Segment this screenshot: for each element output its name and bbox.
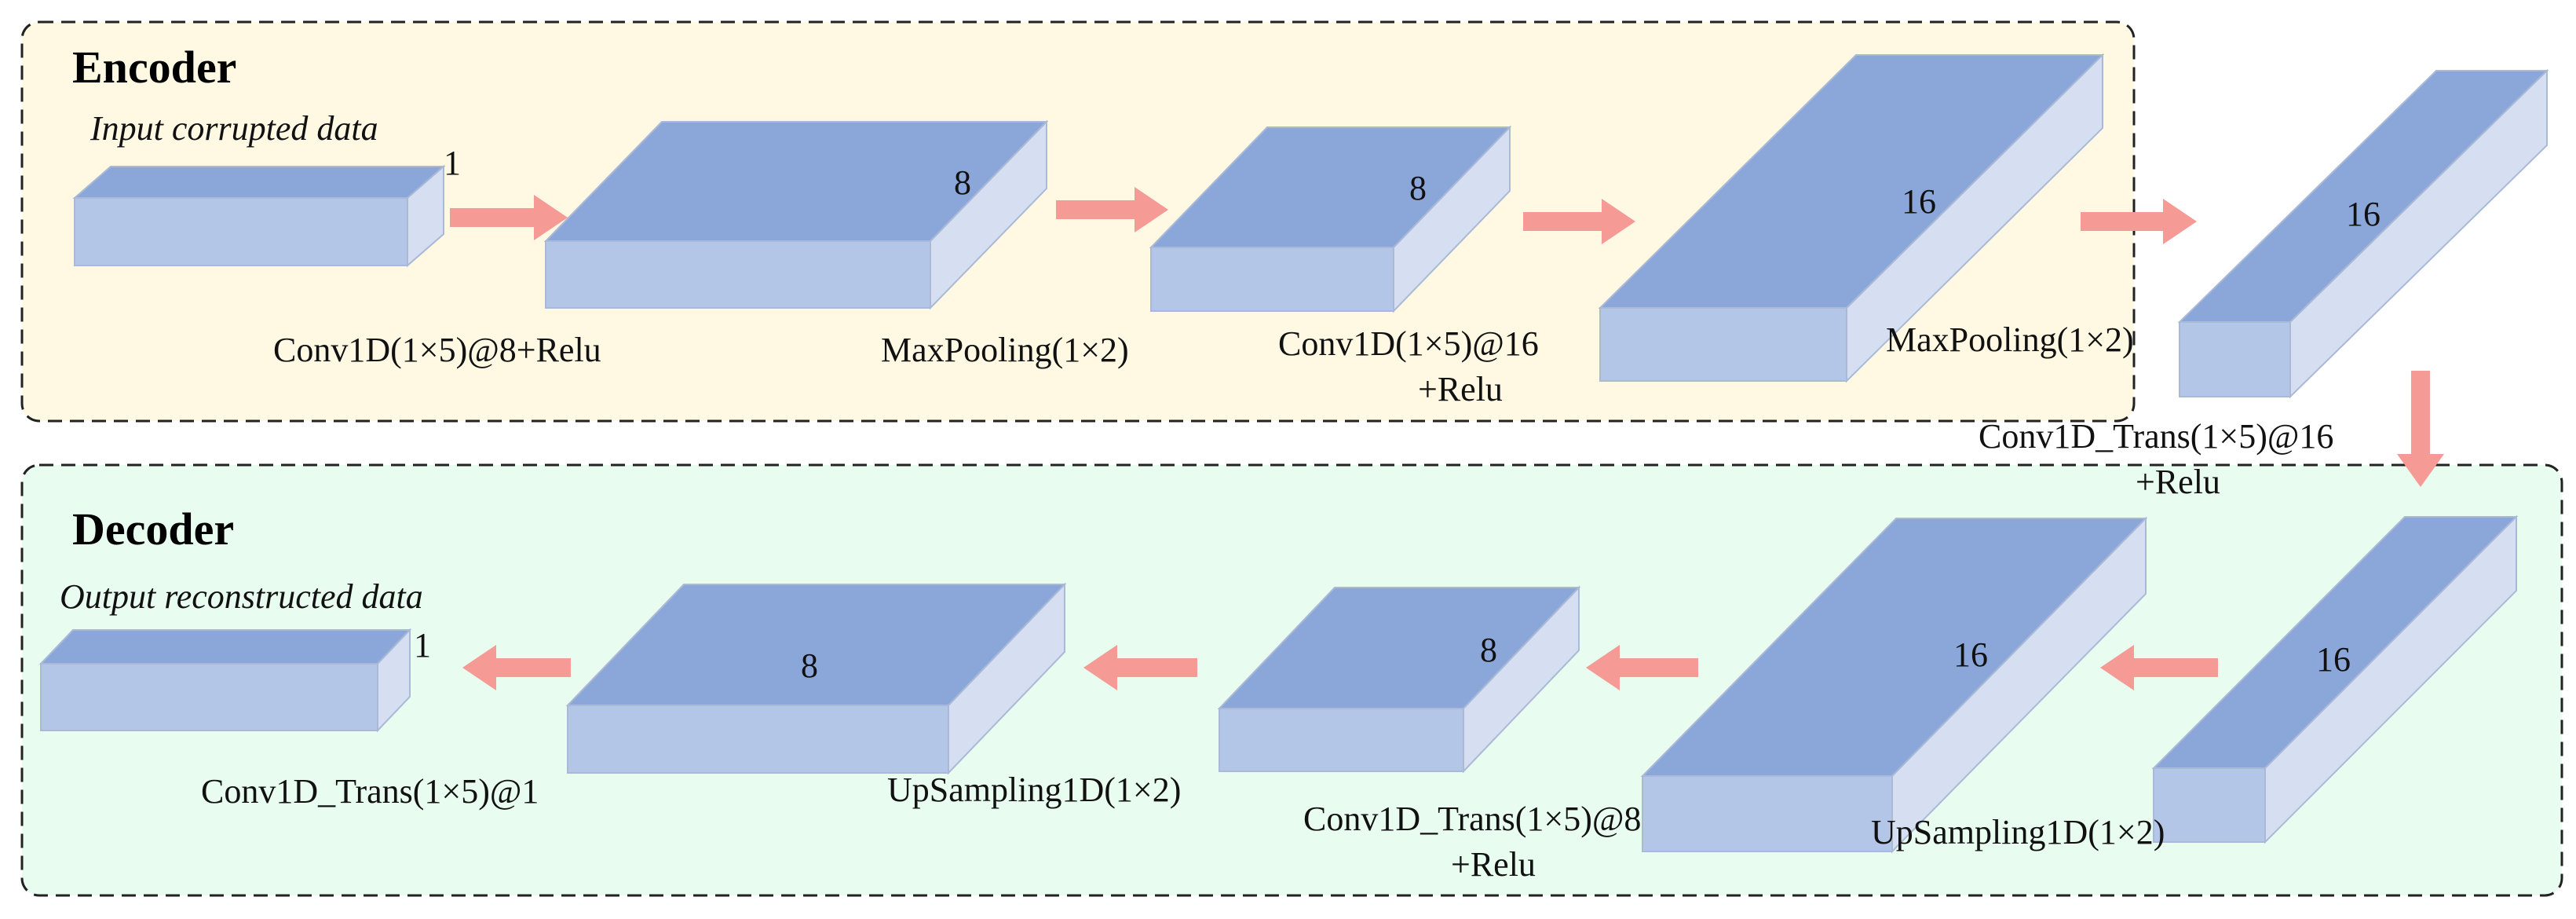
arrow-down: [2397, 371, 2444, 487]
encoder-conv1-channels: 8: [954, 163, 971, 202]
label-convt2: Conv1D_Trans(1×5)@1: [201, 772, 539, 811]
decoder-block-2: [1640, 516, 2148, 854]
encoder-title: Encoder: [72, 42, 236, 93]
arrow-right-2: [1056, 187, 1168, 232]
encoder-conv2-channels: 16: [1902, 182, 1936, 221]
encoder-conv2-block: [1598, 53, 2105, 383]
decoder-block-2-channels: 16: [1953, 635, 1988, 674]
arrow-right-4: [2081, 199, 2197, 244]
label-bridge-line2: +Relu: [2136, 463, 2220, 501]
input-channels: 1: [444, 144, 461, 182]
label-up2: UpSampling1D(1×2): [887, 771, 1181, 809]
label-conv2-line1: Conv1D(1×5)@16: [1278, 324, 1539, 363]
decoder-block-4: [565, 582, 1067, 775]
label-up1: UpSampling1D(1×2): [1871, 813, 2165, 851]
output-channels: 1: [414, 626, 431, 665]
encoder-pool1-channels: 8: [1409, 169, 1427, 207]
label-conv1: Conv1D(1×5)@8+Relu: [273, 331, 601, 369]
encoder-pool2-block: [2177, 68, 2549, 399]
decoder-block-1-channels: 16: [2316, 640, 2351, 679]
arrow-left-1: [2100, 645, 2218, 690]
arrow-left-2: [1586, 645, 1698, 690]
decoder-title: Decoder: [72, 503, 234, 555]
decoder-block-1: [2151, 514, 2519, 844]
decoder-block-3-channels: 8: [1480, 631, 1497, 669]
encoder-pool2-channels: 16: [2346, 195, 2381, 233]
label-pool2: MaxPooling(1×2): [1886, 320, 2134, 359]
arrow-right-3: [1523, 199, 1635, 244]
input-label: Input corrupted data: [90, 109, 378, 148]
label-conv2-line2: +Relu: [1418, 370, 1503, 408]
label-bridge-line1: Conv1D_Trans(1×5)@16: [1979, 417, 2333, 456]
encoder-pool1-block: [1149, 125, 1512, 313]
decoder-block-4-channels: 8: [801, 646, 818, 685]
output-label: Output reconstructed data: [60, 577, 423, 616]
arrow-left-4: [462, 645, 571, 690]
label-pool1: MaxPooling(1×2): [881, 331, 1129, 369]
label-convt1-line1: Conv1D_Trans(1×5)@8: [1303, 800, 1641, 838]
output-data-block: [38, 628, 412, 733]
arrow-left-3: [1083, 645, 1197, 690]
input-data-block: [72, 164, 446, 268]
label-convt1-line2: +Relu: [1451, 845, 1536, 884]
encoder-conv1-block: [543, 119, 1049, 310]
arrow-right-1: [450, 195, 568, 240]
decoder-block-3: [1217, 585, 1581, 774]
